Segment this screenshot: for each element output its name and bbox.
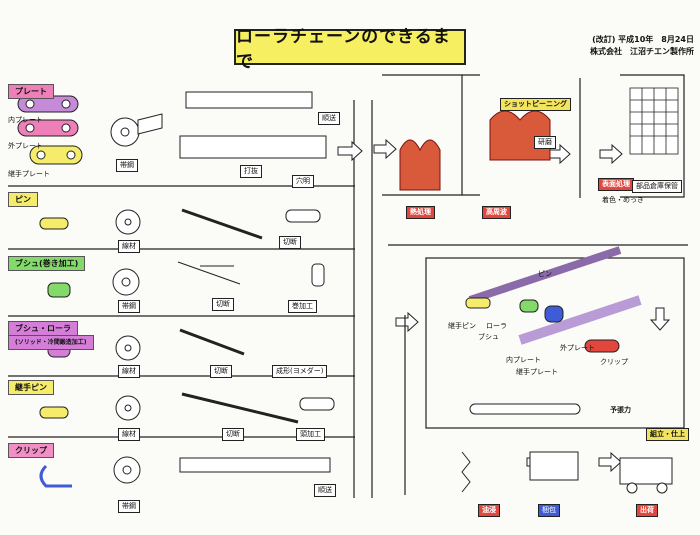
heat-treat-tag: 熱処理	[406, 206, 435, 219]
step-wire: 線材	[118, 428, 140, 441]
asm-stretch-label: 予張力	[610, 406, 631, 414]
asm-joint-pin-label: 継手ピン	[448, 322, 476, 330]
credit-block: (改訂) 平成10年 8月24日 株式会社 江沼チエン製作所	[590, 34, 694, 58]
strip-icon	[179, 135, 327, 159]
furnace-icon	[399, 139, 441, 191]
strip-icon	[177, 261, 241, 285]
wire-icon	[181, 392, 299, 424]
step-cut: 切断	[279, 236, 301, 249]
flow-arrow	[337, 140, 363, 162]
box-icon	[529, 451, 579, 481]
step-end-work: 頭加工	[296, 428, 325, 441]
wire-icon	[179, 328, 245, 356]
category-bush: ブシュ(巻き加工)	[8, 256, 86, 271]
category-bush-roller-sub: (ソリッド・冷間鍛造加工)	[8, 335, 94, 350]
hanging-chain-icon	[461, 451, 471, 493]
shot-peening-tag: ショットピーニング	[500, 98, 571, 111]
category-bush-roller: ブシュ・ローラ	[8, 321, 78, 336]
storage-tag: 部品倉庫保管	[632, 180, 682, 193]
flow-arrow	[373, 138, 397, 160]
category-pin: ピン	[8, 192, 38, 207]
wire-icon	[181, 208, 263, 240]
strip-icon	[179, 457, 331, 473]
bush-part	[47, 282, 71, 298]
step-band-steel: 帯鋼	[118, 300, 140, 313]
step-cut: 切断	[212, 298, 234, 311]
flow-arrow	[395, 311, 419, 333]
flow-arrow	[599, 143, 623, 165]
step-forming: 成形(ヨメダー)	[272, 365, 328, 378]
category-joint-pin: 継手ピン	[8, 380, 54, 395]
coating-label: 着色・めっき	[602, 196, 644, 204]
cut-pin-icon	[299, 397, 335, 411]
step-ship: 順送	[318, 112, 340, 125]
step-cut: 切断	[222, 428, 244, 441]
assemble-tag: 組立・仕上	[646, 428, 689, 441]
joint-plate-part	[29, 145, 83, 165]
step-rolling: 巻加工	[288, 300, 317, 313]
asm-joint-plate-label: 継手プレート	[516, 368, 558, 376]
step-wire: 線材	[118, 240, 140, 253]
step-cut: 切断	[210, 365, 232, 378]
asm-clip-label: クリップ	[600, 358, 628, 366]
inner-plate-label: 内プレート	[8, 116, 43, 124]
pin-part	[39, 217, 69, 230]
category-plate: プレート	[8, 84, 54, 99]
ship-tag: 出荷	[636, 504, 658, 517]
joint-plate-assembly	[584, 339, 620, 353]
heat-frame	[382, 74, 463, 196]
company-name: 株式会社 江沼チエン製作所	[590, 47, 694, 56]
assembly-frame	[425, 257, 685, 429]
outer-plate-label: 外プレート	[8, 142, 43, 150]
flow-arrow	[598, 451, 622, 473]
truck-icon	[619, 457, 673, 485]
strip-icon	[185, 91, 313, 109]
storage-rack	[629, 87, 679, 155]
surface-treat-tag: 表面処理	[598, 178, 634, 191]
asm-inner-plate-label: 内プレート	[506, 356, 541, 364]
oil-tag: 油浸	[478, 504, 500, 517]
joint-plate-label: 継手プレート	[8, 170, 50, 178]
step-punch: 打抜	[240, 165, 262, 178]
asm-bush-label: ブシュ	[478, 333, 499, 341]
cut-pin-icon	[285, 209, 321, 223]
chain-upper	[468, 246, 622, 304]
page-title: ローラチェーンのできるまで	[234, 27, 466, 72]
pack-tag: 梱包	[538, 504, 560, 517]
asm-roller-label: ローラ	[486, 322, 507, 330]
step-band-steel: 帯鋼	[116, 159, 138, 172]
clip-part	[39, 464, 72, 488]
step-ship: 順送	[314, 484, 336, 497]
quench-tag: 高周波	[482, 206, 511, 219]
revision-date: (改訂) 平成10年 8月24日	[592, 35, 694, 44]
chain-lower	[518, 295, 642, 345]
chain-sample	[469, 403, 581, 415]
flow-arrow	[649, 307, 671, 331]
grind-tag: 研磨	[534, 136, 556, 149]
step-band-steel: 帯鋼	[118, 500, 140, 513]
asm-outer-plate-label: 外プレート	[560, 344, 595, 352]
category-clip: クリップ	[8, 443, 54, 458]
step-wire: 線材	[118, 365, 140, 378]
bush-icon	[311, 263, 325, 287]
storage-frame	[579, 74, 685, 198]
step-hole: 穴明	[292, 175, 314, 188]
asm-pin-label: ピン	[538, 270, 552, 278]
outer-plate-part	[17, 119, 79, 137]
joint-pin-part	[39, 406, 69, 419]
